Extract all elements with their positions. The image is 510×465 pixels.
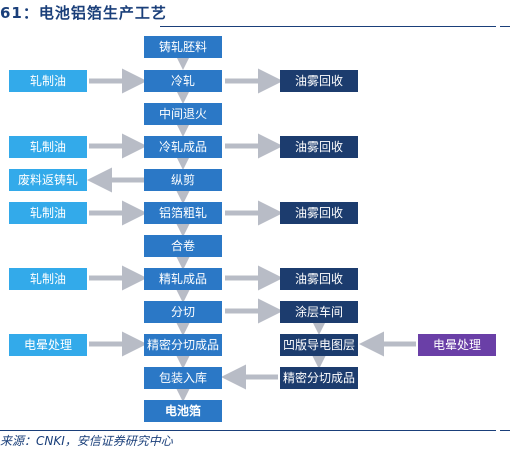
coating-workshop: 涂层车间 [280,301,358,323]
output-oil-mist-4: 油雾回收 [280,268,358,290]
input-rolling-oil-1: 轧制油 [9,70,87,92]
step-cold-rolled-product: 冷轧成品 [144,136,222,158]
input-rolling-oil-4: 轧制油 [9,268,87,290]
right-precision-cut: 精密分切成品 [280,367,358,389]
gravure-conductive-layer: 凹版导电图层 [280,334,358,356]
step-packaging: 包装入库 [144,367,222,389]
step-precision-cut: 精密分切成品 [144,334,222,356]
step-battery-foil: 电池箔 [144,400,222,422]
title-rule-end [500,26,510,27]
input-rolling-oil-3: 轧制油 [9,202,87,224]
step-rough-rolling: 铝箔粗轧 [144,202,222,224]
input-rolling-oil-2: 轧制油 [9,136,87,158]
figure-title: 61：电池铝箔生产工艺 [0,4,167,22]
input-corona-treatment: 电晕处理 [9,334,87,356]
step-annealing: 中间退火 [144,103,222,125]
source-rule [0,430,496,431]
output-oil-mist-2: 油雾回收 [280,136,358,158]
step-cutting: 分切 [144,301,222,323]
output-oil-mist-3: 油雾回收 [280,202,358,224]
corona-treatment-far-right: 电晕处理 [418,334,496,356]
output-scrap-recast: 废料返铸轧 [9,169,87,191]
output-oil-mist-1: 油雾回收 [280,70,358,92]
step-doubling: 合卷 [144,235,222,257]
title-rule [160,26,496,27]
step-ingot: 铸轧胚料 [144,36,222,58]
source-note: 来源：CNKI，安信证券研究中心 [0,434,173,448]
step-finish-rolling: 精轧成品 [144,268,222,290]
step-slitting: 纵剪 [144,169,222,191]
step-cold-rolling: 冷轧 [144,70,222,92]
source-rule-end [500,430,510,431]
